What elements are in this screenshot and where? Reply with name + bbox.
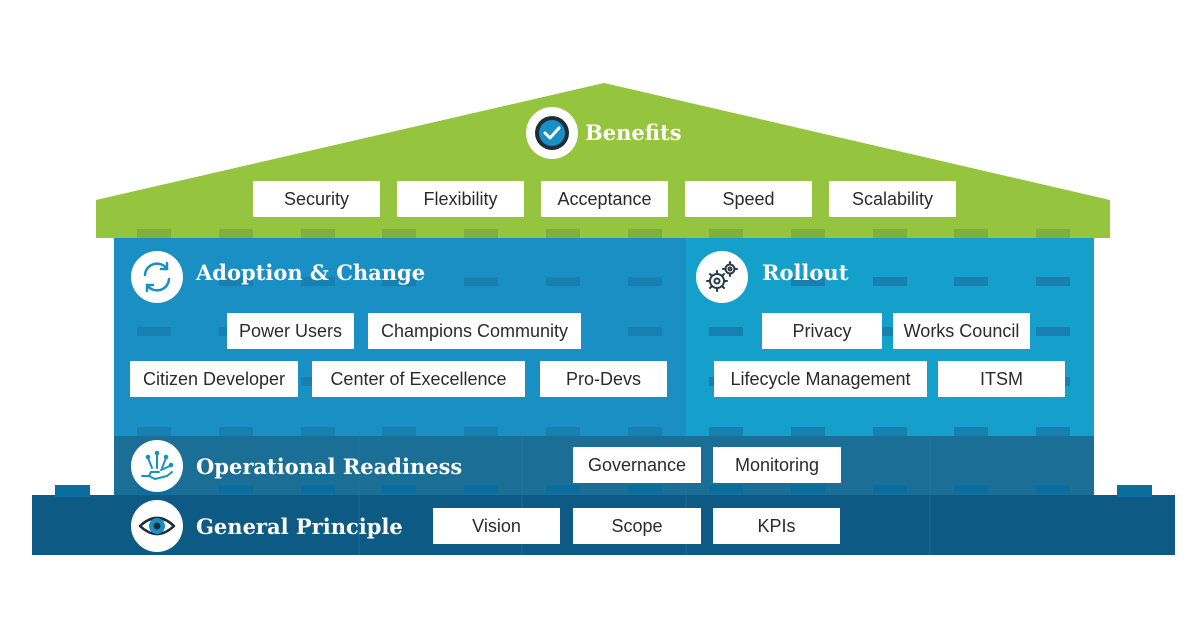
brick [137, 327, 171, 336]
rollout-lifecycle-management: Lifecycle Management [714, 361, 927, 397]
adoption-power-users: Power Users [227, 313, 354, 349]
roof-notch [464, 229, 498, 238]
roof-notch [791, 229, 825, 238]
brick [301, 485, 335, 494]
brick [628, 277, 662, 286]
brick [709, 427, 743, 436]
refresh-icon [131, 251, 183, 303]
operational-monitoring: Monitoring [713, 447, 841, 483]
rollout-works-council: Works Council [893, 313, 1030, 349]
brick [382, 427, 416, 436]
brick [546, 277, 580, 286]
benefits-title: Benefits [585, 120, 682, 145]
benefit-speed: Speed [685, 181, 812, 217]
brick [464, 427, 498, 436]
roof-notch [546, 229, 580, 238]
brick [382, 277, 416, 286]
roof-notch [1036, 229, 1070, 238]
brick [954, 277, 988, 286]
base-right-notch [1117, 485, 1152, 497]
roof-notch [301, 229, 335, 238]
operational-governance: Governance [573, 447, 701, 483]
adoption-champions-community: Champions Community [368, 313, 581, 349]
brick [791, 277, 825, 286]
roof-notch [709, 229, 743, 238]
benefit-flexibility: Flexibility [397, 181, 524, 217]
brick [1036, 427, 1070, 436]
brick [137, 427, 171, 436]
adoption-center-of-excellence: Center of Execellence [312, 361, 525, 397]
general-title: General Principle [196, 514, 403, 539]
brick [382, 485, 416, 494]
brick [219, 427, 253, 436]
roof-notch [873, 229, 907, 238]
gears-icon [696, 251, 748, 303]
brick [301, 277, 335, 286]
brick [546, 485, 580, 494]
brick [546, 427, 580, 436]
base-left-notch [55, 485, 90, 497]
adoption-citizen-developer: Citizen Developer [130, 361, 298, 397]
brick [873, 427, 907, 436]
roof-notch [219, 229, 253, 238]
brick [628, 427, 662, 436]
rollout-itsm: ITSM [938, 361, 1065, 397]
rollout-privacy: Privacy [762, 313, 882, 349]
general-kpis: KPIs [713, 508, 840, 544]
benefit-security: Security [253, 181, 380, 217]
eye-icon [131, 500, 183, 552]
brick [1036, 327, 1070, 336]
general-vision: Vision [433, 508, 560, 544]
adoption-title: Adoption & Change [196, 260, 426, 285]
hand-circuit-icon [131, 440, 183, 492]
benefit-scalability: Scalability [829, 181, 956, 217]
brick [709, 327, 743, 336]
brick [709, 485, 743, 494]
brick [628, 485, 662, 494]
check-circle-icon [526, 107, 578, 159]
roof-notches [137, 229, 1070, 238]
brick [219, 277, 253, 286]
brick [873, 277, 907, 286]
adoption-pro-devs: Pro-Devs [540, 361, 667, 397]
brick [301, 427, 335, 436]
brick [954, 427, 988, 436]
benefit-acceptance: Acceptance [541, 181, 668, 217]
brick [1036, 277, 1070, 286]
roof-notch [954, 229, 988, 238]
rollout-title: Rollout [762, 260, 849, 285]
operational-title: Operational Readiness [196, 454, 463, 479]
brick [791, 485, 825, 494]
roof-notch [382, 229, 416, 238]
brick [873, 327, 907, 336]
brick [954, 485, 988, 494]
roof-notch [628, 229, 662, 238]
roof-notch [137, 229, 171, 238]
brick [791, 427, 825, 436]
brick [219, 485, 253, 494]
brick [464, 277, 498, 286]
brick [628, 327, 662, 336]
brick [873, 485, 907, 494]
brick [464, 485, 498, 494]
general-scope: Scope [573, 508, 701, 544]
brick [1036, 485, 1070, 494]
